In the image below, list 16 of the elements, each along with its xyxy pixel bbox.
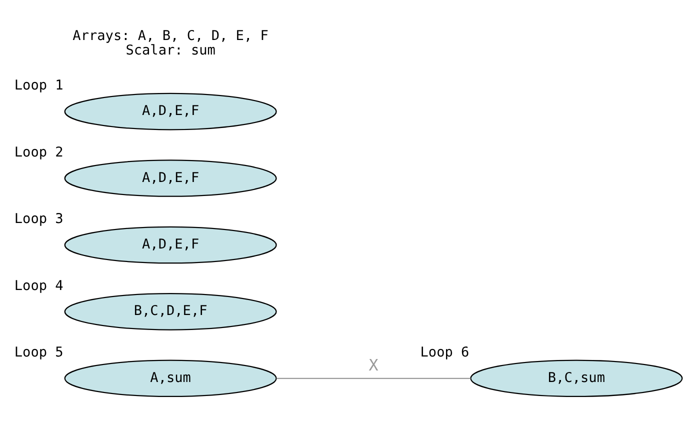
- node-label: Loop 2: [14, 144, 64, 160]
- node-label: Loop 3: [14, 211, 64, 228]
- node-label: Loop 1: [14, 78, 64, 94]
- node-ellipse: A,D,E,F: [64, 92, 277, 130]
- node-ellipse: A,D,E,F: [64, 226, 277, 264]
- connector: [276, 378, 471, 379]
- label: Arrays: A, B, C, D, E, F: [72, 28, 268, 44]
- node-ellipse: B,C,sum: [470, 360, 683, 398]
- node-label: Loop 6: [420, 344, 470, 360]
- node-label: Loop 4: [14, 278, 64, 294]
- label: Scalar: sum: [126, 42, 216, 59]
- node-ellipse: A,D,E,F: [64, 160, 277, 197]
- node-label: Loop 5: [14, 344, 64, 360]
- node-ellipse: B,C,D,E,F: [64, 293, 277, 330]
- node-ellipse: A,sum: [64, 360, 277, 398]
- edge-label: X: [368, 356, 378, 375]
